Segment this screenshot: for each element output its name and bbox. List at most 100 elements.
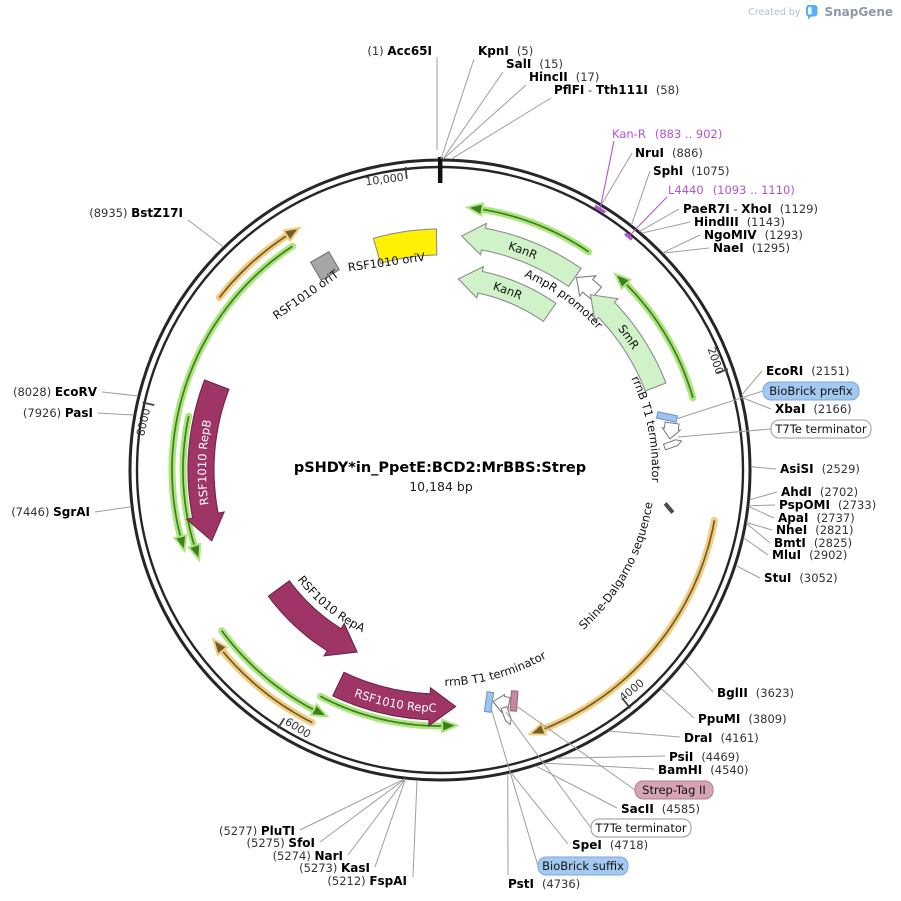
enzyme-label-BglII: BglII(3623) <box>717 686 794 700</box>
enzyme-label-PspOMI: PspOMI(2733) <box>779 498 876 512</box>
gene-mrbbs-core <box>543 520 716 730</box>
feature-label-rsf1010-orit: RSF1010 oriT <box>270 266 342 322</box>
enzyme-label-HincII: HincII(17) <box>529 70 599 84</box>
orf-left-core <box>221 630 315 711</box>
t7te-terminator-icon <box>661 421 682 440</box>
enzyme-label-NgoMIV: NgoMIV(1293) <box>704 228 803 242</box>
callout-line-AsiSI <box>750 466 777 470</box>
smr-arrow <box>589 294 667 392</box>
enzyme-label-PaeR7I - XhoI: PaeR7I - XhoI(1129) <box>683 202 818 216</box>
callout-line-SphI <box>631 170 651 226</box>
enzyme-label-KasI: (5273) KasI <box>299 861 370 875</box>
terminator-ribbon-icon <box>500 705 512 726</box>
enzyme-label-DraI: DraI(4161) <box>684 731 759 745</box>
tick-10,000 <box>404 166 408 179</box>
enzyme-label-EcoRV: (8028) EcoRV <box>13 385 98 399</box>
biobrick-prefix-icon <box>655 411 679 423</box>
kanr-inner-arrow <box>457 265 557 323</box>
tick-4000 <box>622 698 631 709</box>
enzyme-label-BmtI: BmtI(2825) <box>774 536 852 550</box>
feature-box-label-biobrick-suffix: BioBrick suffix <box>542 859 624 873</box>
enzyme-label-PstI: PstI(4736) <box>508 877 580 891</box>
callout-line-AhdI <box>749 491 778 501</box>
enzyme-label-ApaI: ApaI(2737) <box>778 511 855 525</box>
callout-line-PspOMI <box>748 504 776 507</box>
enzyme-label-Acc65I: (1) Acc65I <box>367 44 432 58</box>
primer-label-L4440: L4440(1093 .. 1110) <box>668 183 795 197</box>
callout-line-BstZ17I <box>187 219 224 248</box>
plasmid-size: 10,184 bp <box>409 479 473 494</box>
enzyme-label-AhdI: AhdI(2702) <box>781 485 858 499</box>
orf-mobb-core <box>182 416 196 546</box>
primer-label-Kan-R: Kan-R(883 .. 902) <box>612 127 722 141</box>
callout-line-SalI <box>442 71 504 160</box>
callout-line-HincII <box>442 84 527 160</box>
callout-line-EcoRI <box>741 370 763 396</box>
enzyme-label-SpeI: SpeI(4718) <box>572 838 648 852</box>
feature-box-biobrick-prefix <box>762 381 860 401</box>
callout-line-SgrAI <box>94 506 132 513</box>
callout-line-T7Te terminator <box>677 428 772 438</box>
callout-line-NheI <box>746 522 773 531</box>
enzyme-label-SfoI: (5275) SfoI <box>247 836 315 850</box>
rsf1010-oriv-arrow <box>372 228 438 265</box>
enzyme-label-PsiI: PsiI(4469) <box>669 750 740 764</box>
callout-line-XbaI <box>742 397 772 410</box>
label-path <box>446 357 655 685</box>
callout-line-BmtI <box>746 522 771 544</box>
feature-label-rsf1010-repb: RSF1010 RepB <box>195 418 214 506</box>
callout-line-SpeI <box>510 772 569 845</box>
feature-box-label-t7te-terminator: T7Te terminator <box>594 821 687 835</box>
tick-6000 <box>277 717 286 729</box>
callout-line-BioBrick prefix <box>675 390 764 420</box>
credit-created-by: Created by <box>748 6 801 18</box>
shine-dalgarno-mark <box>663 502 675 514</box>
orf-repc-core <box>320 695 443 727</box>
enzyme-label-SacII: SacII(4585) <box>621 802 700 816</box>
orf-left-arrowhead <box>309 702 330 718</box>
callout-line-NaeI <box>662 247 710 254</box>
enzyme-label-HindIII: HindIII(1143) <box>694 215 785 229</box>
credit: Created by SnapGene <box>748 4 893 20</box>
orf-kanr-core <box>481 208 590 253</box>
biobrick-suffix-icon-bar <box>483 691 495 713</box>
rsf1010-repa-arrow <box>267 580 358 657</box>
callout-line-PpuMI <box>660 688 695 719</box>
enzyme-label-AsiSI: AsiSI(2529) <box>780 462 860 476</box>
feature-box-strep-tag-ii <box>634 780 714 800</box>
enzyme-label-NruI: NruI(886) <box>635 146 703 160</box>
callout-line-BioBrick suffix <box>490 707 539 867</box>
rsf1010-repc-arrow <box>332 671 457 727</box>
enzyme-label-SgrAI: (7446) SgrAI <box>11 505 90 519</box>
enzyme-label-NheI: NheI(2821) <box>776 523 853 537</box>
enzyme-label-NarI: (5274) NarI <box>273 849 343 863</box>
orf-repc-arrowhead <box>441 718 460 734</box>
tick-label-2000: 2000 <box>705 346 726 377</box>
enzyme-label-SphI: SphI(1075) <box>653 164 730 178</box>
enzyme-label-FspAI: (5212) FspAI <box>327 874 407 888</box>
callout-line-Strep-Tag II <box>514 704 636 791</box>
feature-box-t7te-terminator <box>590 818 692 838</box>
terminator-ribbon-icon <box>662 439 683 451</box>
enzyme-label-KpnI: KpnI(5) <box>478 44 533 58</box>
callout-line-NgoMIV <box>662 234 701 254</box>
callout-line-BamHI <box>543 762 655 770</box>
gene-mrbbs-arrowhead <box>526 721 548 736</box>
enzyme-label-XbaI: XbaI(2166) <box>775 402 852 416</box>
orf-moba-core <box>171 245 294 537</box>
primer-line-Kan-R <box>599 140 615 210</box>
callout-line-ApaI <box>748 506 775 519</box>
callout-line-SfoI <box>319 778 406 843</box>
enzyme-label-BamHI: BamHI(4540) <box>658 763 749 777</box>
snapgene-logo-icon <box>806 5 818 20</box>
enzyme-label-PluTI: (5277) PluTI <box>219 824 295 838</box>
enzyme-label-StuI: StuI(3052) <box>764 571 838 585</box>
enzyme-label-EcoRI: EcoRI(2151) <box>766 364 850 378</box>
gene-topleft-band <box>215 232 291 302</box>
enzyme-label-BstZ17I: (8935) BstZ17I <box>89 206 183 220</box>
gene-topleft-core <box>218 234 288 299</box>
callout-line-PaeR7I - XhoI <box>639 208 680 232</box>
orf-mobb-arrowhead <box>186 542 202 563</box>
orf-kanr-arrowhead <box>464 202 485 217</box>
